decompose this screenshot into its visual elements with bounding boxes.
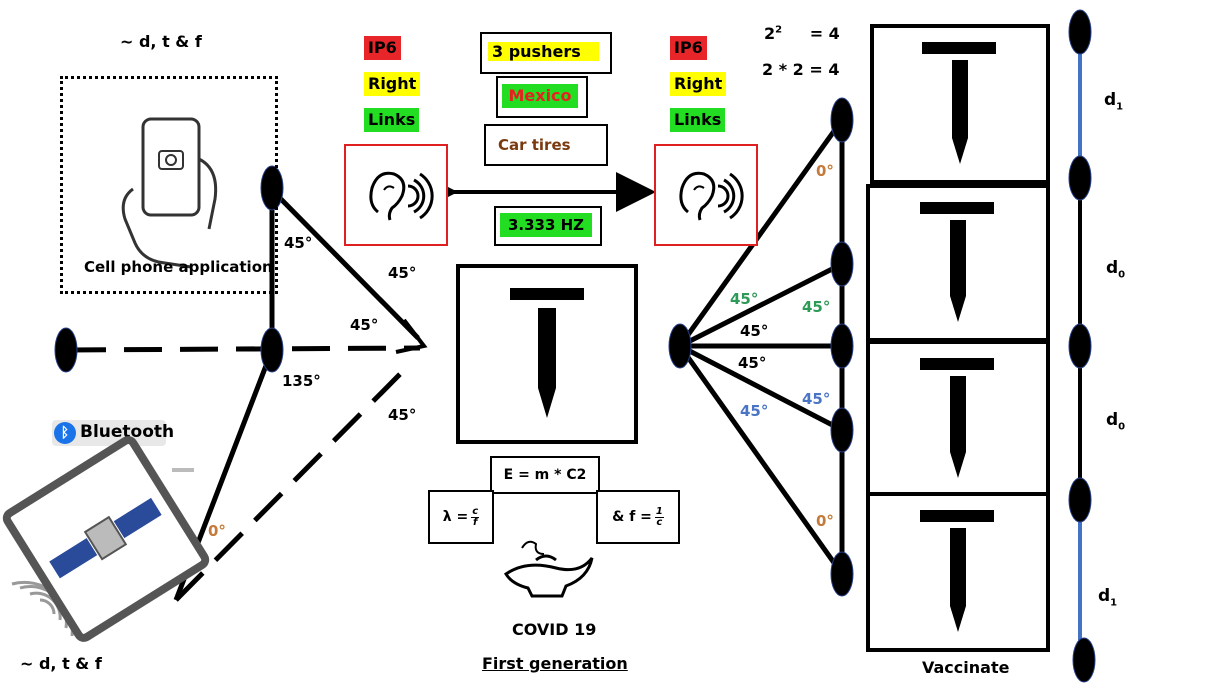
angle-right-blue-1: 45°: [740, 402, 769, 420]
angle-right-0-bottom: 0°: [816, 512, 834, 530]
nodes: [54, 9, 1096, 683]
lambda-label: λ =: [442, 509, 469, 525]
pin-box-1: [870, 24, 1050, 184]
dashed-lower-link: [174, 360, 414, 602]
generation-label: First generation: [482, 654, 628, 673]
tires-box: Car tires: [484, 124, 608, 166]
pin-box-2: [866, 184, 1050, 342]
distance-d0-lower: d0: [1106, 410, 1125, 432]
tag-ip6-left: IP6: [364, 36, 401, 60]
pin-icon: [920, 510, 994, 632]
tag-right-left: Right: [364, 72, 421, 96]
d0-letter: d: [1106, 410, 1119, 430]
pushers-label: 3 pushers: [488, 42, 599, 61]
pin-box-center: [456, 264, 638, 444]
angle-left-4: 45°: [388, 406, 417, 424]
diagonal-link: [270, 188, 420, 340]
pin-icon: [510, 288, 584, 418]
freq-num: 1: [654, 505, 664, 518]
energy-label: E = m * C2: [503, 467, 587, 483]
mexico-box: Mexico: [496, 76, 588, 118]
distance-d1-top: d1: [1104, 90, 1123, 112]
angle-left-2: 45°: [388, 264, 417, 282]
freq-den: c: [656, 516, 663, 528]
angle-right-green-2: 45°: [802, 298, 831, 316]
tag-ip6-right: IP6: [670, 36, 707, 60]
tag-links-left: Links: [364, 108, 420, 132]
distance-d1-bottom: d1: [1098, 586, 1117, 608]
bottom-left-label: ~ d, t & f: [20, 654, 102, 673]
bluetooth-label: Bluetooth: [80, 422, 175, 442]
d1-sub: 1: [1110, 597, 1118, 609]
pin-icon: [920, 358, 994, 478]
product-equation: 2 * 2 = 4: [762, 60, 840, 79]
d0-sub: 0: [1118, 269, 1126, 281]
angle-right-0-top: 0°: [816, 162, 834, 180]
freq-label: & f =: [612, 509, 652, 525]
pin-icon: [920, 202, 994, 322]
bluetooth-badge: ᛒ Bluetooth: [52, 420, 174, 446]
covid-label: COVID 19: [512, 620, 597, 639]
satellite-frame: [0, 432, 213, 646]
angle-left-135: 135°: [282, 372, 321, 390]
d1-sub: 1: [1116, 101, 1124, 113]
frequency-label: 3.333 HZ: [500, 213, 592, 237]
pin-icon: [922, 42, 996, 164]
lambda-num: c: [471, 505, 480, 518]
angle-left-0: 0°: [208, 522, 226, 540]
power-base: 2: [764, 24, 776, 43]
angle-right-green-1: 45°: [730, 290, 759, 308]
ear-box-right: [654, 144, 758, 246]
d0-letter: d: [1106, 258, 1119, 278]
small-divider: [172, 468, 194, 472]
vaccinate-label: Vaccinate: [922, 658, 1010, 677]
power-result: = 4: [809, 24, 840, 43]
ear-icon: [369, 171, 434, 221]
angle-left-3: 45°: [350, 316, 379, 334]
angle-right-black-1: 45°: [740, 322, 769, 340]
ear-icon: [679, 171, 744, 221]
d1-letter: d: [1104, 90, 1117, 110]
pin-box-4: [866, 492, 1050, 652]
power-exp: 2: [775, 24, 783, 36]
angle-right-black-2: 45°: [738, 354, 767, 372]
cell-phone-label: Cell phone application: [84, 258, 273, 276]
top-left-label: ~ d, t & f: [120, 32, 202, 51]
lambda-den: f: [473, 516, 478, 528]
pin-box-3: [866, 340, 1050, 498]
mexico-label: Mexico: [502, 84, 578, 108]
satellite-icon: [49, 497, 162, 579]
tag-links-right: Links: [670, 108, 726, 132]
bluetooth-icon: ᛒ: [54, 422, 76, 444]
angle-left-1: 45°: [284, 234, 313, 252]
dashed-link: [67, 345, 421, 353]
tag-right-right: Right: [670, 72, 727, 96]
distance-d0-upper: d0: [1106, 258, 1125, 280]
phone-hand-icon: [121, 117, 218, 269]
d1-letter: d: [1098, 586, 1111, 606]
frequency-box: 3.333 HZ: [494, 206, 602, 246]
pushers-box: 3 pushers: [480, 32, 612, 74]
power-equation: 22 = 4: [764, 24, 840, 43]
tires-label: Car tires: [498, 136, 571, 154]
lamp-icon: [503, 540, 594, 598]
ear-box-left: [344, 144, 448, 246]
energy-equation: E = m * C2: [490, 456, 600, 494]
d0-sub: 0: [1118, 421, 1126, 433]
cell-phone-box: [60, 76, 278, 294]
angle-right-blue-2: 45°: [802, 390, 831, 408]
